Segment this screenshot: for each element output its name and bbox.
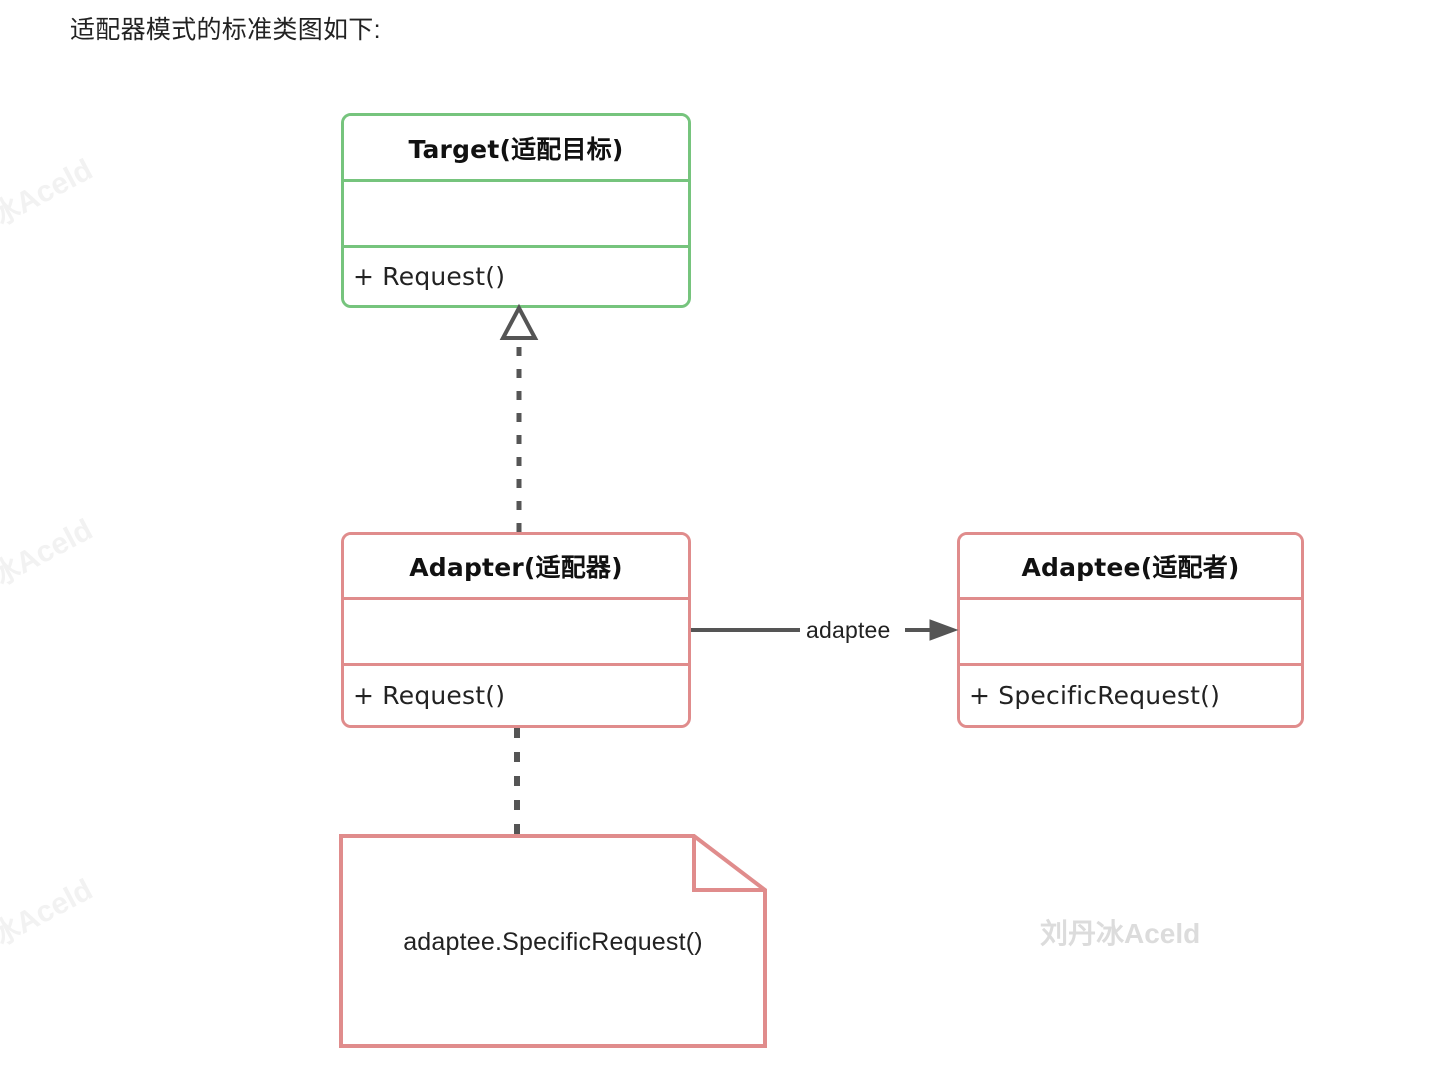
watermark-center: 刘丹冰Aceld xyxy=(1040,918,1201,949)
hollow-triangle-arrowhead-icon xyxy=(499,303,539,340)
class-title-adaptee: Adaptee(适配者) xyxy=(960,535,1301,597)
class-method-target-request: + Request() xyxy=(344,245,688,305)
class-method-adapter-request: + Request() xyxy=(344,663,688,725)
relation-realization-adapter-target xyxy=(499,303,539,532)
class-title-target: Target(适配目标) xyxy=(344,116,688,179)
class-method-adaptee-specificrequest: + SpecificRequest() xyxy=(960,663,1301,725)
class-attributes-adaptee xyxy=(960,597,1301,663)
class-title-adapter: Adapter(适配器) xyxy=(344,535,688,597)
note-text: adaptee.SpecificRequest() xyxy=(403,928,703,956)
class-attributes-adapter xyxy=(344,597,688,663)
watermark-side-3: 冰Aceld xyxy=(0,873,99,955)
page-title: 适配器模式的标准类图如下: xyxy=(70,16,381,44)
filled-arrowhead-icon xyxy=(929,619,959,641)
edge-label-adaptee: adaptee xyxy=(803,617,894,644)
class-box-adapter[interactable]: Adapter(适配器) + Request() xyxy=(341,532,691,728)
class-attributes-target xyxy=(344,179,688,245)
class-box-adaptee[interactable]: Adaptee(适配者) + SpecificRequest() xyxy=(957,532,1304,728)
watermark-side-2: 冰Aceld xyxy=(0,513,99,595)
note-adapter-body[interactable]: adaptee.SpecificRequest() xyxy=(341,836,765,1046)
class-box-target[interactable]: Target(适配目标) + Request() xyxy=(341,113,691,308)
watermark-side-1: 冰Aceld xyxy=(0,153,99,235)
